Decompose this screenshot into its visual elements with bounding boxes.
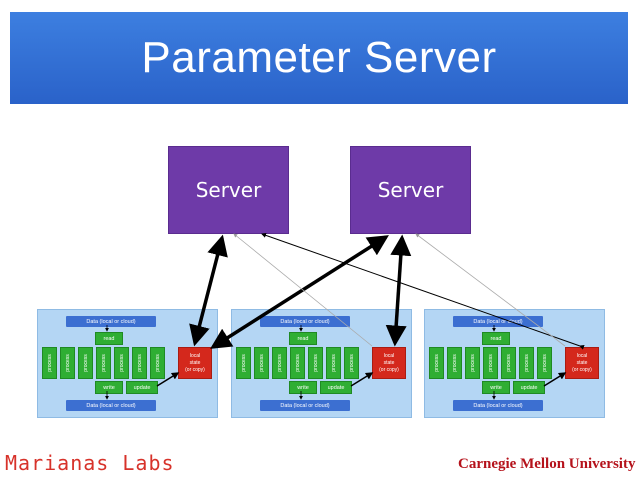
worker-group-2: Data (local or cloud) read process proce… — [231, 309, 412, 418]
cmu-logo: Carnegie Mellon University — [458, 456, 636, 472]
process-box: process — [290, 347, 305, 379]
local-state-box: local state (or copy) — [565, 347, 599, 379]
update-box: update — [126, 381, 158, 394]
write-box: write — [289, 381, 317, 394]
process-box: process — [537, 347, 552, 379]
process-box: process — [132, 347, 147, 379]
title-banner: Parameter Server — [10, 12, 628, 104]
data-source-bottom: Data (local or cloud) — [260, 400, 350, 411]
local-state-box: local state (or copy) — [372, 347, 406, 379]
read-box: read — [95, 332, 123, 345]
data-source-bottom: Data (local or cloud) — [66, 400, 156, 411]
process-box: process — [465, 347, 480, 379]
process-box: process — [60, 347, 75, 379]
read-box: read — [482, 332, 510, 345]
read-box: read — [289, 332, 317, 345]
server-label: Server — [377, 178, 444, 202]
slide-title: Parameter Server — [141, 33, 497, 82]
data-source-top: Data (local or cloud) — [260, 316, 350, 327]
server-box-1: Server — [168, 146, 289, 234]
local-state-box: local state (or copy) — [178, 347, 212, 379]
process-box: process — [483, 347, 498, 379]
worker-group-3: Data (local or cloud) read process proce… — [424, 309, 605, 418]
process-box: process — [326, 347, 341, 379]
process-box: process — [272, 347, 287, 379]
process-box: process — [114, 347, 129, 379]
marianas-labs-logo: Marianas Labs — [5, 451, 175, 475]
process-box: process — [254, 347, 269, 379]
process-box: process — [150, 347, 165, 379]
data-source-top: Data (local or cloud) — [453, 316, 543, 327]
update-box: update — [513, 381, 545, 394]
process-box: process — [501, 347, 516, 379]
process-box: process — [447, 347, 462, 379]
process-box: process — [236, 347, 251, 379]
process-box: process — [344, 347, 359, 379]
process-box: process — [42, 347, 57, 379]
write-box: write — [95, 381, 123, 394]
process-box: process — [78, 347, 93, 379]
data-source-top: Data (local or cloud) — [66, 316, 156, 327]
process-box: process — [308, 347, 323, 379]
worker-group-1: Data (local or cloud) read process proce… — [37, 309, 218, 418]
write-box: write — [482, 381, 510, 394]
server-box-2: Server — [350, 146, 471, 234]
data-source-bottom: Data (local or cloud) — [453, 400, 543, 411]
process-box: process — [96, 347, 111, 379]
process-box: process — [429, 347, 444, 379]
server-label: Server — [195, 178, 262, 202]
process-box: process — [519, 347, 534, 379]
update-box: update — [320, 381, 352, 394]
